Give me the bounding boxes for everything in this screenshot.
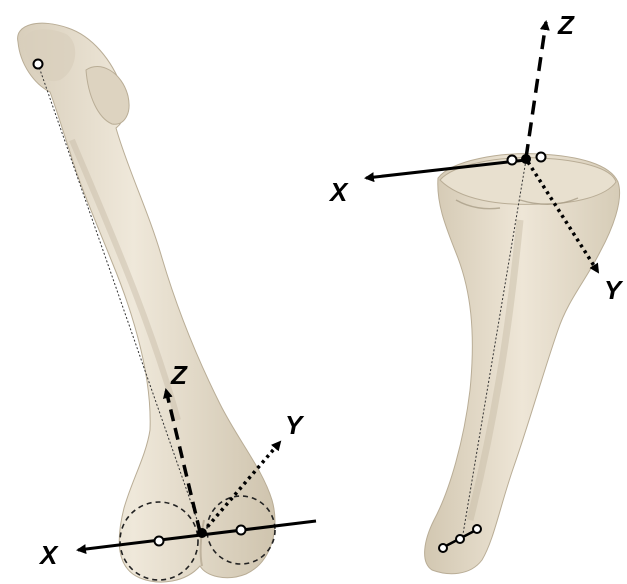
- tibia-medial-plateau-marker: [508, 156, 517, 165]
- femur-z-label: Z: [170, 360, 188, 390]
- tibia-origin-marker: [521, 154, 531, 164]
- tibia-group: X Z Y: [328, 10, 624, 574]
- femur-medial-condyle-center-marker: [155, 537, 164, 546]
- femur-lateral-condyle-center-marker: [237, 526, 246, 535]
- tibia-bone: [425, 154, 620, 574]
- tibia-lateral-plateau-marker: [537, 153, 546, 162]
- tibia-ankle-lateral-marker: [473, 525, 481, 533]
- femur-y-label: Y: [285, 410, 305, 440]
- femur-group: X Z Y: [18, 23, 316, 582]
- femur-hip-center-marker: [34, 60, 43, 69]
- tibia-ankle-medial-marker: [439, 544, 447, 552]
- tibia-y-label: Y: [604, 275, 624, 305]
- tibia-z-axis: [526, 22, 546, 158]
- tibia-x-label: X: [328, 177, 349, 207]
- femur-origin-marker: [197, 528, 207, 538]
- tibia-z-label: Z: [557, 10, 575, 40]
- femur-x-label: X: [38, 540, 59, 570]
- tibia-ankle-center-marker: [456, 535, 464, 543]
- femur-bone: [18, 23, 275, 582]
